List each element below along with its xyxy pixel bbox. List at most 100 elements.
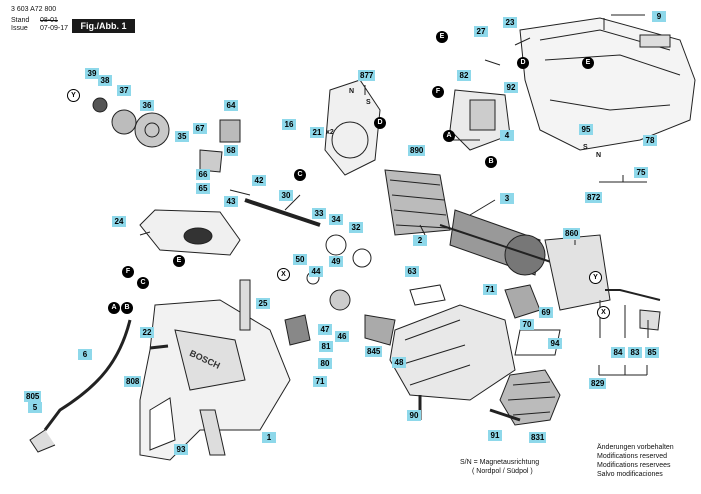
part-tag: 66 [196,169,210,180]
part-tag: 48 [392,357,406,368]
part-tag: 25 [256,298,270,309]
part-tag: 47 [318,324,332,335]
quantity-label: x2 [326,129,334,136]
part-tag: 81 [319,341,333,352]
part-tag: 64 [224,100,238,111]
part-tag: 83 [628,347,642,358]
part-tag: 890 [408,145,426,156]
callout-y: Y [589,271,602,284]
part-tag: 82 [457,70,471,81]
part-tag: 16 [282,119,296,130]
callout-f: F [432,86,444,98]
modification-notes: Änderungen vorbehalten Modifications res… [597,443,674,479]
part-tag: 39 [85,68,99,79]
part-tag: 71 [313,376,327,387]
part-tag: 75 [634,167,648,178]
callout-e: E [436,31,448,43]
part-tag: 24 [112,216,126,227]
part-tag: 22 [140,327,154,338]
south-label: S [366,99,371,106]
part-tag: 30 [279,190,293,201]
part-tag: 831 [529,432,547,443]
part-tag: 35 [175,131,189,142]
callout-f: F [122,266,134,278]
callout-x: X [277,268,290,281]
document-number: 3 603 A72 800 [11,6,57,13]
part-tag: 67 [193,123,207,134]
callout-e: E [582,57,594,69]
callout-c: C [294,169,306,181]
part-tag: 90 [407,410,421,421]
part-tag: 36 [140,100,154,111]
part-tag: 94 [548,338,562,349]
issue-label: Issue [11,25,28,32]
sn-note-line: S/N = Magnetausrichtung [460,459,540,466]
part-tag: 32 [349,222,363,233]
part-tag: 95 [579,124,593,135]
figure-label: Fig./Abb. 1 [72,19,135,33]
part-tag: 2 [413,235,427,246]
callout-x: X [597,306,610,319]
part-tag: 21 [310,127,324,138]
part-tag: 37 [117,85,131,96]
part-tag: 42 [252,175,266,186]
part-tag: 49 [329,256,343,267]
part-tag: 872 [585,192,603,203]
note-line: Modifications reservees [597,462,671,469]
sn-note-line: ( Nordpol / Südpol ) [472,468,533,475]
part-tag: 91 [488,430,502,441]
callout-d: D [374,117,386,129]
part-tag: 85 [645,347,659,358]
part-tag: 68 [224,145,238,156]
part-tag: 27 [474,26,488,37]
stand-label: Stand [11,17,30,24]
part-tag: 78 [643,135,657,146]
sn-note: S/N = Magnetausrichtung ( Nordpol / Südp… [460,458,539,476]
callout-b: B [485,156,497,168]
part-tag: 845 [365,346,383,357]
part-tag: 877 [358,70,376,81]
part-tag: 3 [500,193,514,204]
part-tag: 93 [174,444,188,455]
part-tag: 9 [652,11,666,22]
part-tag: 84 [611,347,625,358]
part-tag: 38 [98,75,112,86]
part-tag: 43 [224,196,238,207]
part-tag: 92 [504,82,518,93]
north-label: N [596,152,602,159]
part-tag: 71 [483,284,497,295]
callout-a: A [108,302,120,314]
callout-d: D [517,57,529,69]
part-tag: 69 [539,307,553,318]
part-tag: 6 [78,349,92,360]
note-line: Modifications reserved [597,453,668,460]
note-line: Änderungen vorbehalten [597,444,674,451]
stand-date: 08-01 [40,17,58,24]
part-tag: 23 [503,17,517,28]
part-tag: 70 [520,319,534,330]
part-tag: 805 [24,391,42,402]
part-tag: 829 [589,378,607,389]
callout-b: B [121,302,133,314]
part-tag: 860 [563,228,581,239]
part-tag: 50 [293,254,307,265]
part-tag: 1 [262,432,276,443]
part-tag: 808 [124,376,142,387]
part-tag: 65 [196,183,210,194]
part-tag: 80 [318,358,332,369]
part-tag: 46 [335,331,349,342]
north-label: N [349,88,355,95]
callout-c: C [137,277,149,289]
part-tag: 44 [309,266,323,277]
callout-a: A [443,130,455,142]
note-line: Salvo modificaciones [597,471,663,478]
part-tag: 5 [28,402,42,413]
part-tag: 34 [329,214,343,225]
part-tag: 4 [500,130,514,141]
issue-date: 07-09-17 [40,25,69,32]
callout-y: Y [67,89,80,102]
part-tag: 63 [405,266,419,277]
part-tag: 33 [312,208,326,219]
callout-e: E [173,255,185,267]
south-label: S [583,144,588,151]
